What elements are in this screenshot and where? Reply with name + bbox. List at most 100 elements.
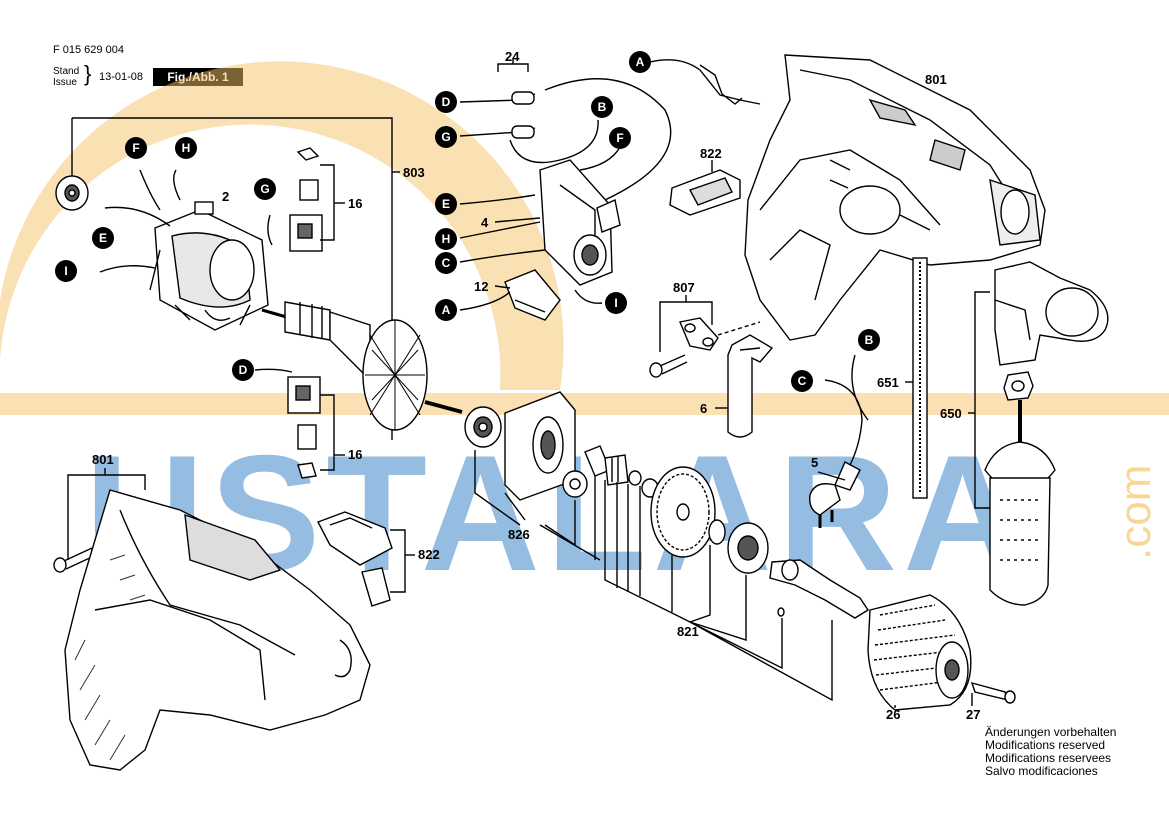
connector-c-right: C — [791, 370, 813, 392]
connector-i-left: I — [55, 260, 77, 282]
drill-chuck-26 — [867, 594, 972, 711]
wire-g — [267, 214, 273, 246]
spindle — [769, 559, 869, 619]
bracket-650 — [974, 291, 990, 509]
pin — [777, 607, 785, 617]
watermark-band — [0, 393, 1169, 415]
svg-text:G: G — [441, 130, 450, 144]
bearing-small — [55, 175, 89, 211]
stand-label: Stand — [53, 66, 80, 77]
ring-small — [628, 470, 642, 486]
power-cord — [824, 379, 863, 466]
svg-text:E: E — [442, 197, 450, 211]
svg-text:H: H — [182, 141, 191, 155]
label-807: 807 — [673, 280, 695, 295]
label-4: 4 — [481, 215, 489, 230]
clamp-807 — [679, 317, 719, 351]
gearbox-group — [464, 391, 1016, 711]
svg-text:B: B — [598, 100, 607, 114]
connector-i-mid: I — [605, 292, 627, 314]
wire-f — [139, 169, 161, 211]
bracket-16-lower — [320, 394, 335, 471]
wire-a-top — [649, 59, 761, 105]
svg-text:E: E — [99, 231, 107, 245]
connector-g-mid: G — [435, 126, 457, 148]
label-826: 826 — [508, 527, 530, 542]
issue-label: Issue — [53, 77, 77, 88]
svg-text:C: C — [442, 256, 451, 270]
connector-g-left: G — [254, 178, 276, 200]
label-5: 5 — [811, 455, 818, 470]
watermark-suffix: .com — [1111, 465, 1160, 560]
svg-text:I: I — [64, 264, 67, 278]
depth-gauge-651 — [912, 257, 928, 499]
svg-text:D: D — [239, 363, 248, 377]
label-12: 12 — [474, 279, 488, 294]
spring — [604, 454, 629, 486]
circlip — [708, 519, 726, 545]
connector-b-top: B — [591, 96, 613, 118]
armature — [261, 301, 463, 431]
svg-text:I: I — [614, 296, 617, 310]
bearing-chuck-side — [727, 522, 769, 574]
note-fr: Modifications reservees — [985, 751, 1112, 765]
document-number: F 015 629 004 — [53, 44, 124, 56]
connector-d-top: D — [435, 91, 457, 113]
modification-notes: Änderungen vorbehalten Modifications res… — [985, 726, 1116, 778]
wire-e-switch — [459, 194, 536, 205]
note-es: Salvo modificaciones — [985, 764, 1098, 778]
bearing-plate-826 — [504, 391, 576, 501]
label-821: 821 — [677, 624, 699, 639]
washer-826 — [562, 470, 588, 498]
connector-e-left: E — [92, 227, 114, 249]
brace-icon: } — [84, 61, 92, 86]
connector-a-mid: A — [435, 299, 457, 321]
connector-e-mid: E — [435, 193, 457, 215]
handle-6 — [727, 334, 774, 438]
watermark-arc — [0, 61, 564, 390]
connector-f-left: F — [125, 137, 147, 159]
wire-i-switch — [574, 289, 603, 304]
svg-text:F: F — [616, 131, 623, 145]
bearing-826 — [464, 406, 502, 448]
housing-801-top — [744, 54, 1046, 341]
label-801-left: 801 — [92, 452, 114, 467]
handle-nut — [1003, 371, 1034, 401]
bracket-801-left — [67, 474, 146, 500]
wire-connector-markers: A D B G F E H C A I F H G E I D B C — [55, 51, 880, 392]
connector-h-left: H — [175, 137, 197, 159]
svg-text:A: A — [636, 55, 645, 69]
wire-h — [173, 169, 181, 201]
svg-text:A: A — [442, 303, 451, 317]
gear-wheel — [650, 466, 716, 558]
bracket-24 — [497, 63, 529, 72]
label-16-lower: 16 — [348, 447, 362, 462]
connector-d-sleeve — [511, 91, 535, 105]
screw-27 — [970, 681, 1016, 704]
wire-i — [99, 265, 156, 273]
label-822-bottom: 822 — [418, 547, 440, 562]
switch-button-822 — [669, 169, 741, 216]
motor-group — [55, 117, 463, 479]
brush-set-upper — [289, 147, 323, 252]
wire-a-switch — [459, 291, 511, 311]
trigger-switch — [539, 159, 621, 286]
aux-handle-650 — [968, 261, 1109, 606]
stator-field-coil — [149, 201, 269, 331]
switch-group — [459, 58, 761, 321]
connector-g-sleeve — [511, 125, 535, 139]
label-26: 26 — [886, 707, 900, 722]
side-parts — [649, 257, 928, 528]
stand-issue-label: Stand Issue — [53, 66, 79, 88]
handle-clamp-ring — [994, 261, 1109, 366]
capacitor-12 — [504, 269, 561, 321]
label-16-upper: 16 — [348, 196, 362, 211]
connector-a-top: A — [629, 51, 651, 73]
label-6: 6 — [700, 401, 707, 416]
label-24: 24 — [505, 49, 520, 64]
note-de: Änderungen vorbehalten — [985, 725, 1117, 739]
housing-801-bottom — [53, 468, 371, 771]
label-650: 650 — [940, 406, 962, 421]
bracket-822-bottom — [390, 529, 406, 593]
